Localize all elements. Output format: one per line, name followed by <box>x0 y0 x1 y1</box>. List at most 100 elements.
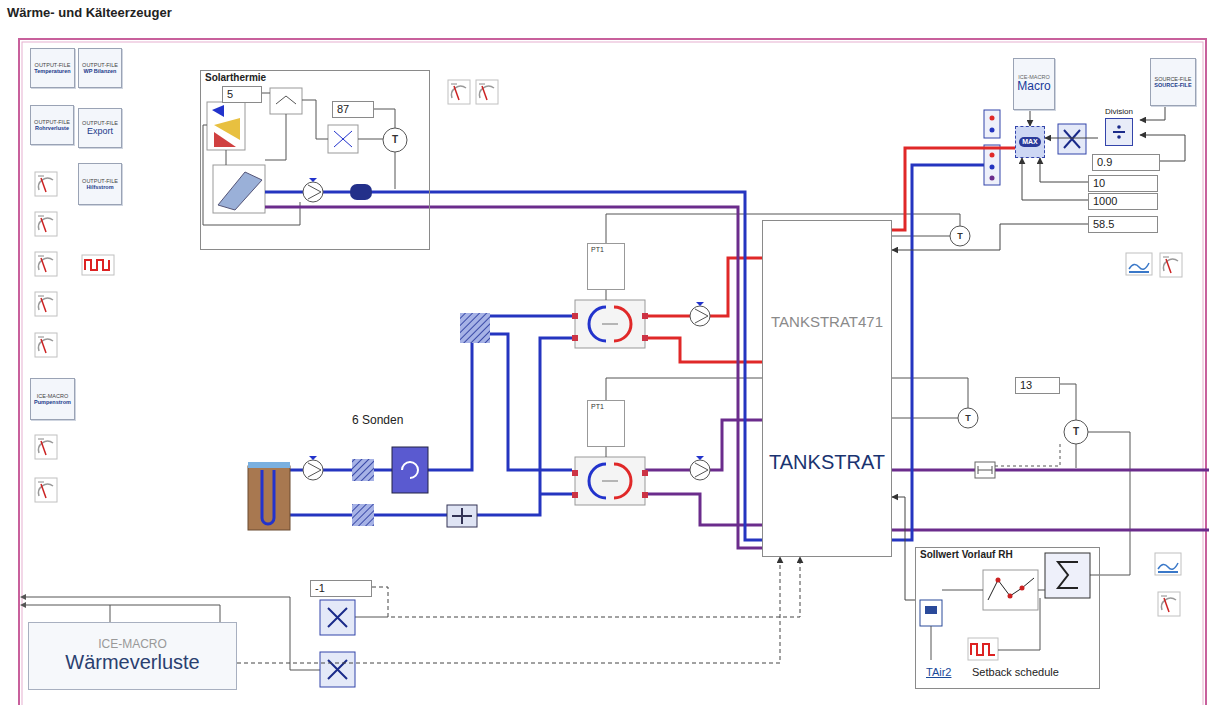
drawing-part <box>452 508 472 524</box>
drawing-part <box>35 212 57 236</box>
node-text: Rohrverluste <box>35 125 69 131</box>
drawing-part <box>213 165 265 213</box>
drawing-part <box>19 39 1206 705</box>
node-text: ICE-MACRO <box>98 638 167 652</box>
drawing-part <box>983 570 1038 610</box>
drawing-part <box>1064 420 1088 444</box>
node-text: Pumpenstrom <box>34 399 71 405</box>
drawing-part <box>383 128 407 152</box>
node-text: 87 <box>337 103 349 116</box>
drawing-part <box>265 191 430 194</box>
drawing-part <box>35 435 57 459</box>
drawing-part <box>303 178 323 202</box>
drawing-part <box>85 260 109 270</box>
diagram-title: Wärme- und Kälteerzeuger <box>7 5 172 20</box>
drawing-part <box>212 105 224 117</box>
drawing-part <box>971 644 995 655</box>
pipe <box>430 192 762 540</box>
drawing-part <box>606 214 1130 575</box>
drawing-part <box>990 153 995 158</box>
drawing-part <box>1126 253 1152 275</box>
signal-wire <box>892 224 1088 250</box>
drawing-part <box>207 102 245 150</box>
node-text: 10 <box>1093 177 1105 190</box>
macro-block: ICE-MACROWärmeverluste <box>28 622 237 690</box>
signal-wire <box>892 497 915 600</box>
group-frame: Solarthermie587 <box>200 70 430 250</box>
drawing-part <box>328 608 347 627</box>
division-symbol <box>1113 131 1125 133</box>
drawing-part <box>320 652 355 687</box>
node-text: OUTPUT-FILE <box>82 178 118 184</box>
sensor-letter: T <box>965 413 971 423</box>
sensor-letter: T <box>1073 426 1079 438</box>
drawing-part <box>690 456 710 480</box>
drawing-part <box>334 131 352 147</box>
drawing-part <box>22 42 1203 705</box>
signal-wire <box>1045 138 1098 139</box>
drawing-part <box>975 462 995 478</box>
node-text: Wärmeverluste <box>65 651 199 674</box>
drawing-part <box>35 478 57 502</box>
division-symbol <box>1117 125 1121 129</box>
node-text: Hilfsstrom <box>86 184 113 190</box>
drawing-part <box>978 466 992 474</box>
drawing-part <box>218 172 262 210</box>
drawing-part <box>690 302 710 326</box>
drawing-part <box>214 132 236 147</box>
drawing-part <box>984 110 1000 138</box>
caption-label: Setback schedule <box>972 666 1059 679</box>
drawing-part <box>476 80 498 104</box>
signal-wire <box>372 557 800 617</box>
drawing-part <box>352 459 374 481</box>
drawing-part <box>35 292 57 316</box>
node-text: MAX <box>1019 137 1041 147</box>
drawing-part <box>1155 553 1181 575</box>
output-file-icon: OUTPUT-FILEHilfsstrom <box>78 163 122 205</box>
node-text: PT1 <box>591 246 604 254</box>
output-file-icon: OUTPUT-FILETemperaturen <box>30 48 75 88</box>
node-text: 13 <box>1020 379 1032 392</box>
drawing-part <box>290 316 572 515</box>
probe-count-label: 6 Sonden <box>352 414 403 428</box>
node-text: Sollwert Vorlauf RH <box>920 549 1013 561</box>
drawing-part <box>203 93 395 225</box>
output-file-icon: OUTPUT-FILEExport <box>78 108 122 148</box>
drawing-part <box>276 96 296 104</box>
drawing-part <box>35 333 57 357</box>
node-text: OUTPUT-FILE <box>82 120 118 126</box>
signal-wire <box>1030 110 1031 126</box>
node-text: Macro <box>1017 80 1050 94</box>
macro-block: ICE-MACROMacro <box>1013 58 1055 110</box>
number-input: 13 <box>1015 377 1060 394</box>
first-order-block: PT1 <box>587 243 625 290</box>
drawing-part <box>35 252 57 276</box>
drawing-part <box>265 206 430 209</box>
number-input: 5 <box>222 86 262 103</box>
number-input: 1000 <box>1088 193 1158 210</box>
node-text: TANKSTRAT471 <box>771 313 883 330</box>
drawing-part <box>35 172 57 196</box>
drawing-part <box>320 600 355 635</box>
number-input: -1 <box>310 580 372 597</box>
drawing-part <box>1058 562 1078 588</box>
drawing-part <box>931 590 1045 660</box>
drawing-part <box>988 578 1034 600</box>
node-text: SOURCE-FILE <box>1155 76 1192 82</box>
macro-icon: ICE-MACROPumpenstrom <box>30 378 75 420</box>
node-text: OUTPUT-FILE <box>35 62 71 68</box>
node-text: TANKSTRAT <box>769 451 885 474</box>
drawing-part <box>958 408 978 428</box>
number-input: 87 <box>332 101 374 118</box>
node-text: Export <box>87 126 113 136</box>
drawing-part <box>892 470 1209 530</box>
drawing-part <box>448 80 470 104</box>
division-symbol <box>1117 135 1121 139</box>
drawing-part <box>990 165 995 170</box>
node-text: 1000 <box>1093 195 1117 208</box>
drawing-part <box>20 594 26 608</box>
drawing-part <box>248 462 290 468</box>
node-text: 58.5 <box>1093 218 1114 231</box>
drawing-part <box>447 505 477 527</box>
